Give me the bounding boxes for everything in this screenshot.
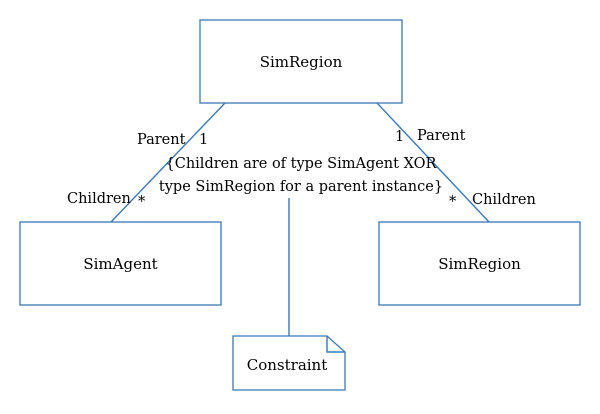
constraint-text-line-2: type SimRegion for a parent instance} xyxy=(159,179,443,195)
left-child-role-label: Children xyxy=(67,191,131,207)
class-name-sim-agent: SimAgent xyxy=(83,255,157,273)
constraint-note-label: Constraint xyxy=(247,356,328,374)
left-child-multiplicity: * xyxy=(138,194,146,210)
constraint-note-shape[interactable] xyxy=(232,335,346,391)
association-line-left xyxy=(110,102,226,223)
left-parent-multiplicity: 1 xyxy=(199,132,208,148)
constraint-text-line-1: {Children are of type SimAgent XOR xyxy=(166,156,438,172)
class-box-sim-region-child[interactable] xyxy=(378,221,581,306)
constraint-note-fold xyxy=(326,336,345,353)
class-box-sim-region-parent[interactable] xyxy=(199,19,403,104)
class-name-sim-region-parent: SimRegion xyxy=(260,53,343,71)
right-child-role-label: Children xyxy=(472,192,536,208)
right-parent-multiplicity: 1 xyxy=(395,129,404,145)
association-line-right xyxy=(376,102,490,223)
class-box-sim-agent[interactable] xyxy=(19,221,222,306)
right-parent-role-label: Parent xyxy=(417,128,466,144)
class-name-sim-region-child: SimRegion xyxy=(438,255,521,273)
left-parent-role-label: Parent xyxy=(137,132,186,148)
right-child-multiplicity: * xyxy=(449,194,457,210)
